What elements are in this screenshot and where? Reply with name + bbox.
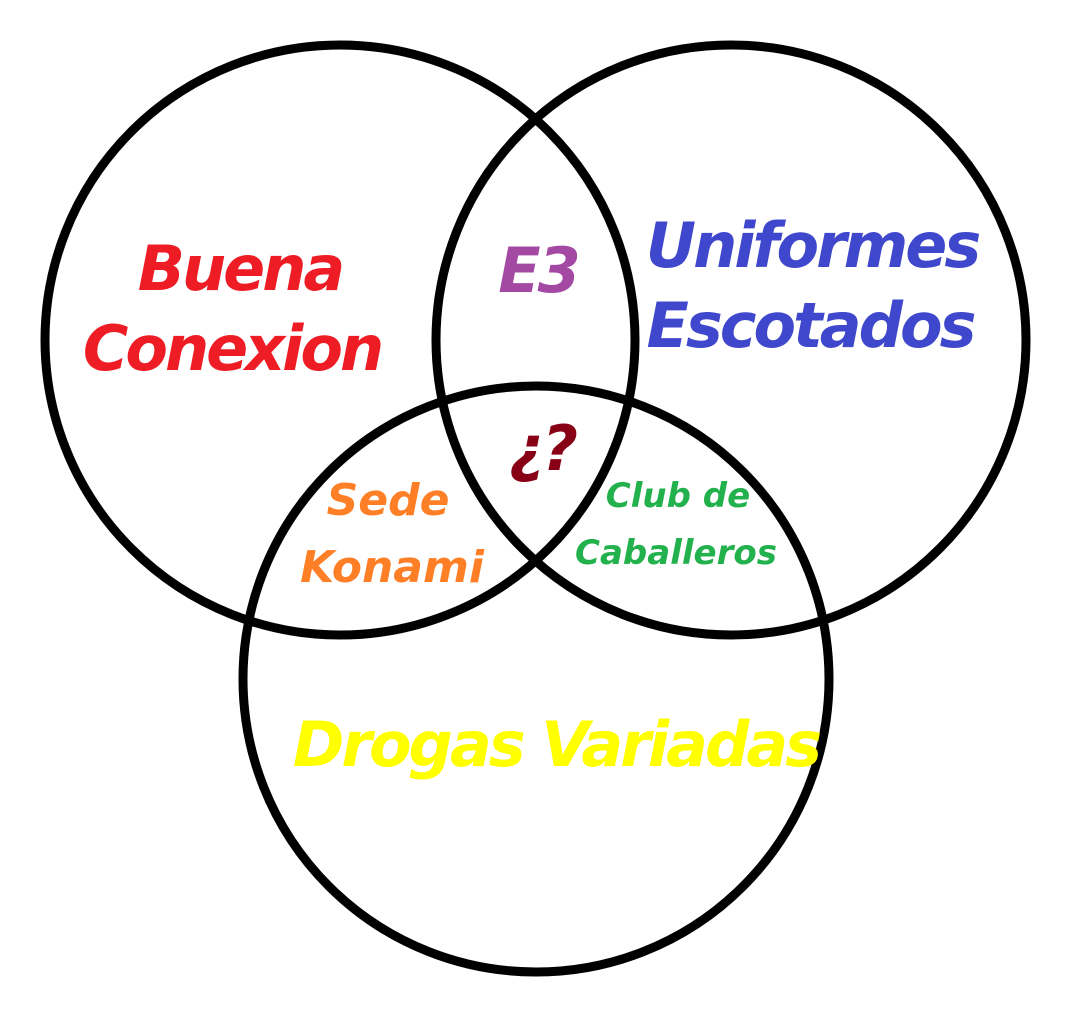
label-bottom-line-1: Drogas Variadas — [293, 708, 820, 781]
label-left-right-intersection: E3 — [498, 234, 578, 307]
label-left-bottom-intersection: Sede Konami — [300, 475, 485, 593]
label-left-bottom-line-2: Konami — [300, 542, 485, 593]
circle-right — [431, 40, 1031, 640]
label-right-circle: Uniformes Escotados — [646, 209, 983, 362]
label-left-line-1: Buena — [138, 232, 342, 305]
label-right-line-2: Escotados — [647, 289, 975, 362]
label-left-line-2: Conexion — [83, 312, 381, 385]
label-center-intersection: ¿? — [509, 412, 577, 485]
label-left-circle: Buena Conexion — [83, 232, 384, 385]
label-right-bottom-intersection: Club de Caballeros — [575, 476, 777, 573]
label-right-bottom-line-2: Caballeros — [575, 533, 777, 573]
circle-bottom — [238, 381, 834, 977]
label-right-line-1: Uniformes — [646, 209, 980, 282]
label-right-bottom-line-1: Club de — [606, 476, 750, 516]
circle-left — [40, 40, 640, 640]
label-left-bottom-line-1: Sede — [327, 475, 450, 526]
label-bottom-circle: Drogas Variadas — [293, 708, 823, 781]
